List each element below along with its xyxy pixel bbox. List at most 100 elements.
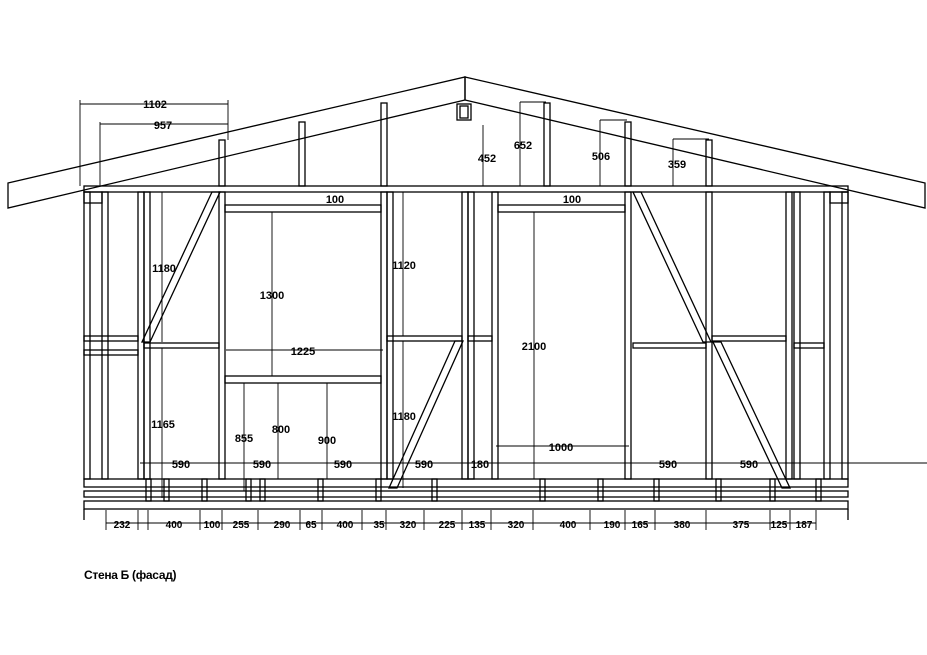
post-window-left bbox=[218, 139, 226, 187]
window-sill bbox=[224, 375, 382, 384]
beam-end-right bbox=[829, 191, 849, 204]
dim-overhang-outer: 1102 bbox=[143, 99, 167, 111]
drawing-caption: Стена Б (фасад) bbox=[84, 568, 177, 582]
dim-door-width: 1000 bbox=[549, 442, 573, 454]
stud-11 bbox=[624, 191, 632, 480]
dim-stud-gap: 855 bbox=[235, 433, 253, 445]
roof-left-slope bbox=[7, 76, 466, 209]
noggin-label-7: 590 bbox=[740, 459, 758, 471]
dim-stud-gap-2: 900 bbox=[318, 435, 336, 447]
post-6 bbox=[624, 121, 632, 187]
bottom-label-19: 187 bbox=[796, 520, 813, 531]
bottom-label-13: 400 bbox=[560, 520, 577, 531]
cripple-stud-11 bbox=[653, 478, 660, 502]
dim-rafter-1: 452 bbox=[478, 153, 496, 165]
stud-12 bbox=[705, 191, 713, 480]
noggin-spacing-labels: 590 590 590 590 180 590 590 bbox=[172, 459, 758, 471]
bottom-label-14: 190 bbox=[604, 520, 621, 531]
cripple-stud-7 bbox=[375, 478, 382, 502]
stud-5 bbox=[218, 191, 226, 480]
bottom-label-1: 232 bbox=[114, 520, 131, 531]
cripple-stud-2 bbox=[163, 478, 170, 502]
bottom-label-12: 320 bbox=[508, 520, 525, 531]
bottom-label-15: 165 bbox=[632, 520, 649, 531]
roof bbox=[7, 76, 926, 209]
dim-upper-wall: 1180 bbox=[152, 263, 176, 275]
cripple-stud-14 bbox=[815, 478, 822, 502]
dim-lintel-right: 100 bbox=[563, 194, 581, 206]
window-head bbox=[224, 204, 382, 213]
dim-window-width: 1225 bbox=[291, 346, 315, 358]
dim-door-height: 2100 bbox=[522, 341, 546, 353]
bottom-label-5: 290 bbox=[274, 520, 291, 531]
dim-window-height: 1300 bbox=[260, 290, 284, 302]
post-7 bbox=[705, 139, 713, 187]
post-2 bbox=[298, 121, 306, 187]
stud-6 bbox=[380, 191, 388, 480]
dimension-labels: 1102 957 452 652 506 359 100 100 1180 13… bbox=[143, 99, 686, 454]
noggins bbox=[83, 335, 825, 356]
noggin-label-2: 590 bbox=[253, 459, 271, 471]
noggin-label-1: 590 bbox=[172, 459, 190, 471]
cripple-stud-3 bbox=[201, 478, 208, 502]
stud-14 bbox=[793, 191, 801, 480]
cripple-stud-8 bbox=[431, 478, 438, 502]
bottom-label-11: 135 bbox=[469, 520, 486, 531]
noggin-label-3: 590 bbox=[334, 459, 352, 471]
dim-rafter-4: 359 bbox=[668, 159, 686, 171]
cripple-stud-10 bbox=[597, 478, 604, 502]
cripple-stud-13 bbox=[769, 478, 776, 502]
bottom-label-17: 375 bbox=[733, 520, 750, 531]
bottom-label-4: 255 bbox=[233, 520, 250, 531]
bottom-label-10: 225 bbox=[439, 520, 456, 531]
bottom-label-2: 400 bbox=[166, 520, 183, 531]
noggin-label-5: 180 bbox=[471, 459, 489, 471]
dim-rafter-3: 506 bbox=[592, 151, 610, 163]
stud-16 bbox=[841, 191, 849, 480]
cripple-stud-9 bbox=[539, 478, 546, 502]
ridge-block bbox=[456, 103, 472, 121]
bottom-plates bbox=[83, 478, 849, 520]
bottom-label-18: 125 bbox=[771, 520, 788, 531]
brace-1 bbox=[140, 191, 222, 343]
noggin-label-4: 590 bbox=[415, 459, 433, 471]
openings bbox=[224, 204, 626, 384]
dim-overhang-inner: 957 bbox=[154, 120, 172, 132]
cripple-stud-1 bbox=[145, 478, 152, 502]
door-head bbox=[497, 204, 626, 213]
bottom-label-9: 320 bbox=[400, 520, 417, 531]
bottom-label-6: 65 bbox=[305, 520, 317, 531]
brace-4 bbox=[711, 341, 792, 489]
noggin-label-6: 590 bbox=[659, 459, 677, 471]
bottom-label-16: 380 bbox=[674, 520, 691, 531]
post-3 bbox=[380, 102, 388, 187]
dim-lintel-left: 100 bbox=[326, 194, 344, 206]
beam-end-left bbox=[83, 191, 103, 204]
bottom-label-8: 35 bbox=[373, 520, 385, 531]
dimension-lines bbox=[79, 100, 927, 530]
stud-8 bbox=[461, 191, 469, 480]
stud-3 bbox=[137, 191, 145, 480]
brace-2 bbox=[387, 340, 465, 489]
dim-lower-wall: 1165 bbox=[151, 419, 175, 431]
ridge-block-inner bbox=[459, 105, 469, 119]
dim-sill-height: 800 bbox=[272, 424, 290, 436]
stud-15 bbox=[823, 191, 831, 480]
roof-right-slope bbox=[464, 76, 926, 209]
diagonal-braces bbox=[140, 191, 792, 489]
extended-posts bbox=[218, 102, 713, 187]
post-5 bbox=[543, 102, 551, 187]
cripple-stud-4 bbox=[245, 478, 252, 502]
stud-10 bbox=[491, 191, 499, 480]
dim-middle-upper: 1120 bbox=[392, 260, 416, 272]
stud-13 bbox=[785, 191, 793, 480]
dim-middle-lower: 1180 bbox=[392, 411, 416, 423]
top-plate bbox=[83, 185, 849, 204]
cripple-stud-12 bbox=[715, 478, 722, 502]
cripple-stud-6 bbox=[317, 478, 324, 502]
bottom-label-3: 100 bbox=[204, 520, 221, 531]
dim-rafter-2: 652 bbox=[514, 140, 532, 152]
brace-3 bbox=[631, 191, 713, 343]
